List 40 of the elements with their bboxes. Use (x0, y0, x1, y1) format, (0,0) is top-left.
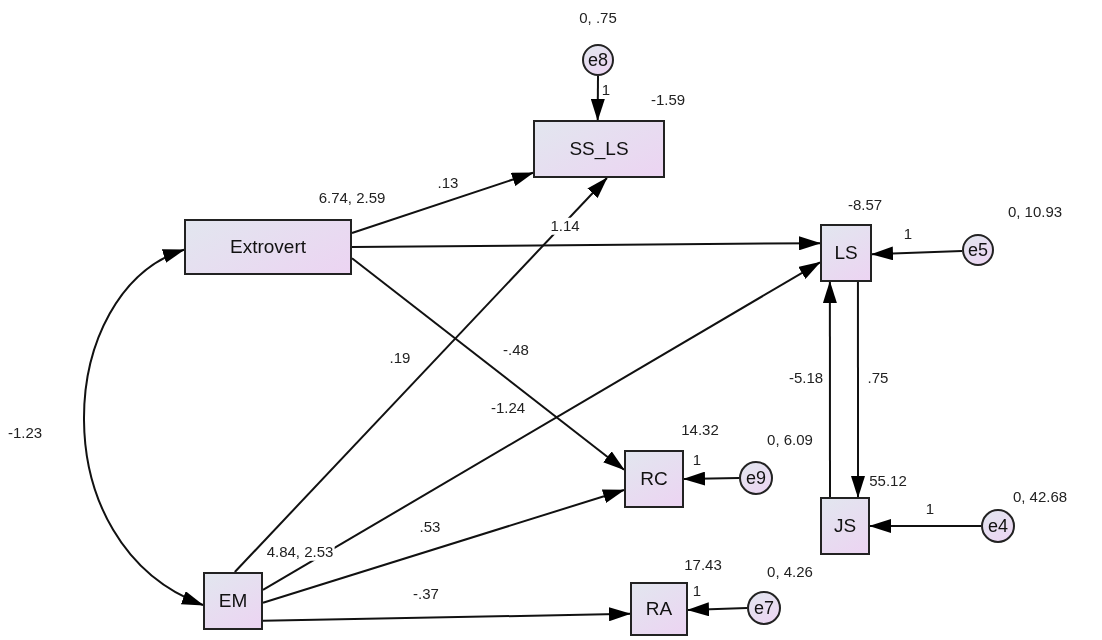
variable-name: EM (218, 590, 248, 612)
arrow (687, 602, 748, 617)
arrow (869, 519, 982, 533)
variable-name: LS (834, 242, 858, 264)
variable-name: SS_LS (569, 138, 629, 160)
arrow (262, 261, 821, 591)
variable-name: JS (833, 515, 857, 537)
variable-name: Extrovert (230, 236, 306, 258)
variable-box (820, 224, 872, 282)
arrow (351, 257, 625, 471)
arrow (351, 171, 534, 234)
error-term-circle (747, 591, 781, 625)
arrow (233, 177, 608, 573)
arrow (262, 489, 625, 604)
variable-box (533, 120, 665, 178)
edge-label: 1.14 (549, 217, 581, 235)
variable-name: e8 (588, 49, 608, 71)
error-term-circle (962, 234, 994, 266)
arrow (871, 246, 963, 261)
variable-box (203, 572, 263, 630)
arrow (83, 248, 204, 607)
variable-box (630, 582, 688, 636)
arrow (851, 281, 865, 498)
variable-box (624, 450, 684, 508)
arrow (822, 281, 837, 498)
variable-box (184, 219, 352, 275)
error-term-circle (582, 44, 614, 76)
variable-name: e9 (746, 467, 766, 489)
variable-name: RA (645, 598, 673, 620)
arrow (590, 75, 605, 121)
variable-name: e4 (988, 515, 1008, 537)
variable-name: RC (640, 468, 668, 490)
arrow (683, 471, 740, 486)
variable-box (820, 497, 870, 555)
arrow (262, 607, 631, 622)
error-term-circle (739, 461, 773, 495)
error-term-circle (981, 509, 1015, 543)
arrow (351, 236, 821, 251)
variable-name: e7 (754, 597, 774, 619)
variable-name: e5 (968, 239, 988, 261)
